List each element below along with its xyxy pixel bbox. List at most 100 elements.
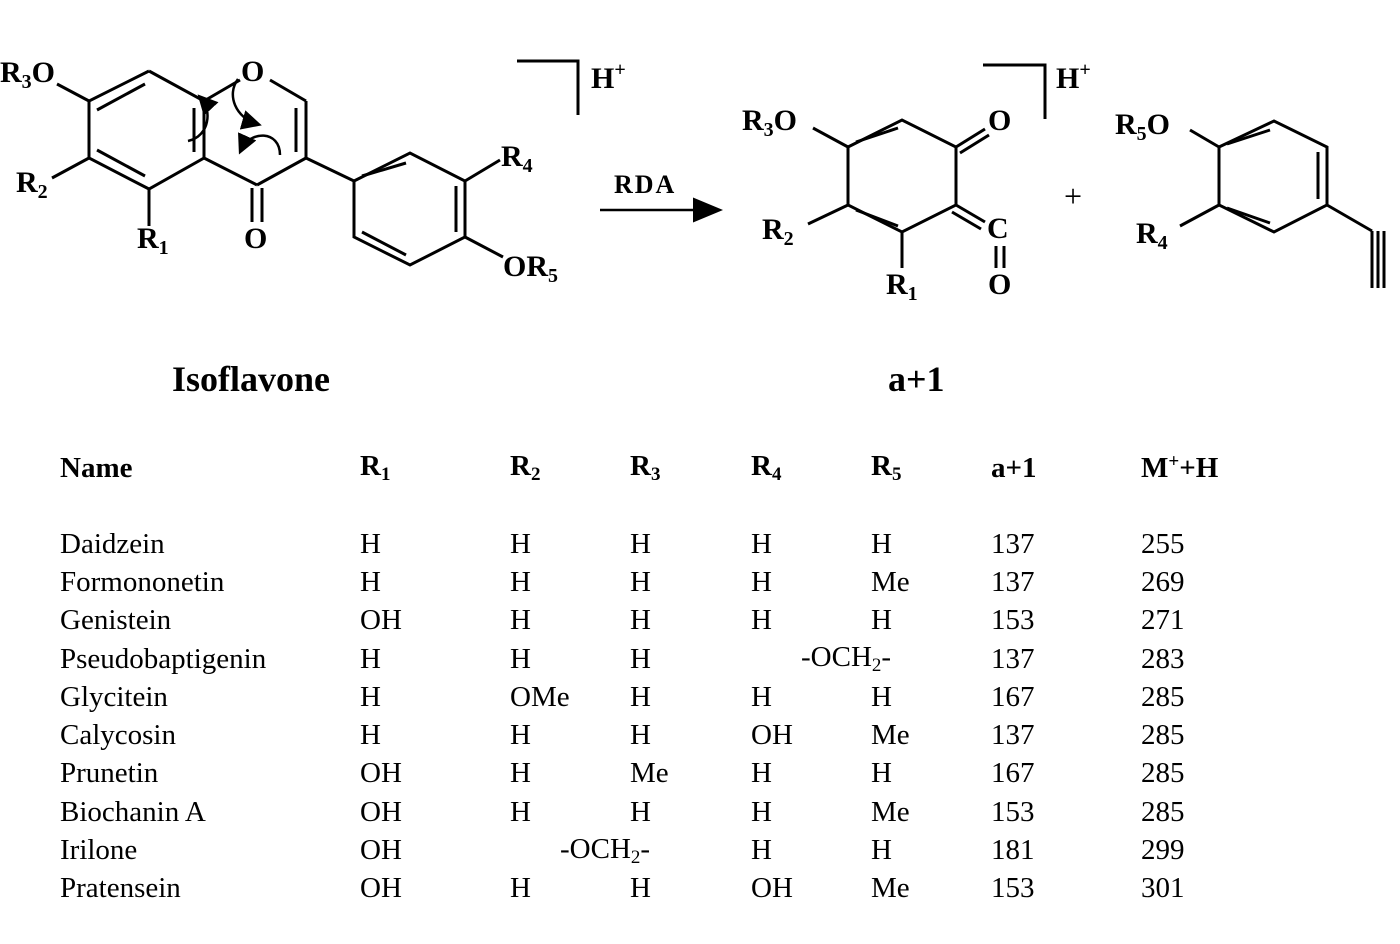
header-r1: R1 (360, 450, 391, 485)
header-r3: R3 (630, 450, 661, 485)
cell-r1: OH (360, 604, 402, 637)
label-r1: R1 (886, 268, 918, 305)
cell-r1: H (360, 680, 381, 713)
table-spacer (60, 488, 1241, 525)
label-r4: R4 (501, 140, 533, 177)
table-row: Pratensein OH H H OH Me 153 301 (60, 870, 1241, 908)
cell-r1: H (360, 642, 381, 675)
cell-r1: H (360, 565, 381, 598)
cell-r3: Me (630, 757, 669, 790)
cell-m-plus-h: 285 (1141, 680, 1185, 713)
cell-a-plus-1: 153 (991, 604, 1035, 637)
table-row: Biochanin A OH H H H Me 153 285 (60, 793, 1241, 831)
header-m-plus-h: M++H (1141, 451, 1219, 484)
header-r2: R2 (510, 450, 541, 485)
cell-m-plus-h: 285 (1141, 795, 1185, 828)
cell-m-plus-h: 255 (1141, 527, 1185, 560)
cell-r4: H (751, 680, 772, 713)
cell-a-plus-1: 167 (991, 680, 1035, 713)
cell-r4: H (751, 795, 772, 828)
cell-r5: Me (871, 872, 910, 905)
cell-name: Pratensein (60, 872, 181, 905)
cell-a-plus-1: 137 (991, 642, 1035, 675)
cell-r2: H (510, 872, 531, 905)
cell-a-plus-1: 153 (991, 795, 1035, 828)
label-ketone-oxygen: O (988, 104, 1012, 137)
cell-r1: H (360, 719, 381, 752)
table-row: Formononetin H H H H Me 137 269 (60, 563, 1241, 601)
cell-m-plus-h: 283 (1141, 642, 1185, 675)
table-row: Glycitein H OMe H H H 167 285 (60, 678, 1241, 716)
label-r3o: R3O (0, 56, 56, 93)
cell-a-plus-1: 137 (991, 719, 1035, 752)
cell-m-plus-h: 269 (1141, 565, 1185, 598)
cell-r1: OH (360, 834, 402, 867)
header-r5: R5 (871, 450, 902, 485)
table-row: Genistein OH H H H H 153 271 (60, 602, 1241, 640)
cell-m-plus-h: 285 (1141, 757, 1185, 790)
cell-r5: H (871, 757, 892, 790)
cell-r3: H (630, 719, 651, 752)
cell-m-plus-h: 299 (1141, 834, 1185, 867)
cell-r2: H (510, 642, 531, 675)
cell-r2: H (510, 527, 531, 560)
label-or5: OR5 (503, 250, 559, 287)
table-header-row: Name R1 R2 R3 R4 R5 a+1 M++H (60, 448, 1241, 488)
cell-r2: H (510, 604, 531, 637)
cell-r4: H (751, 527, 772, 560)
label-r2: R2 (16, 166, 48, 203)
cell-r4: H (751, 604, 772, 637)
cell-name: Formononetin (60, 565, 225, 598)
cell-r1: OH (360, 757, 402, 790)
label-r4: R4 (1136, 217, 1168, 254)
cell-r4-r5-bridge: -OCH2- (801, 641, 892, 677)
cell-a-plus-1: 167 (991, 757, 1035, 790)
cell-r2: H (510, 565, 531, 598)
cell-name: Glycitein (60, 680, 168, 713)
table-row: Prunetin OH H Me H H 167 285 (60, 755, 1241, 793)
cell-r5: H (871, 834, 892, 867)
cell-name: Biochanin A (60, 795, 206, 828)
cell-r2: OMe (510, 680, 570, 713)
label-r1: R1 (137, 222, 169, 259)
cell-r4: H (751, 757, 772, 790)
cell-r5: Me (871, 795, 910, 828)
cell-r5: H (871, 604, 892, 637)
label-protonation-charge: H+ (591, 59, 626, 95)
cell-r3: H (630, 604, 651, 637)
cell-m-plus-h: 301 (1141, 872, 1185, 905)
cell-r2: H (510, 719, 531, 752)
table-row: Daidzein H H H H H 137 255 (60, 525, 1241, 563)
cell-r3: H (630, 680, 651, 713)
cell-a-plus-1: 137 (991, 565, 1035, 598)
cell-r4: OH (751, 719, 793, 752)
neutral-fragment-structure (1179, 119, 1386, 288)
table-row: Pseudobaptigenin H H H -OCH2- 137 283 (60, 640, 1241, 678)
cell-name: Calycosin (60, 719, 176, 752)
cell-r1: H (360, 527, 381, 560)
header-r4: R4 (751, 450, 782, 485)
cell-r2: H (510, 795, 531, 828)
cell-r3: H (630, 527, 651, 560)
cell-r4: OH (751, 872, 793, 905)
isoflavone-substituent-table: Name R1 R2 R3 R4 R5 a+1 M++H Daidzein H … (60, 448, 1241, 908)
cell-name: Genistein (60, 604, 172, 637)
cell-r3: H (630, 872, 651, 905)
cell-r2: H (510, 757, 531, 790)
cell-name: Prunetin (60, 757, 159, 790)
cell-r1: OH (360, 872, 402, 905)
header-a-plus-1: a+1 (991, 451, 1037, 484)
cell-r3: H (630, 795, 651, 828)
label-ketene-oxygen: O (988, 268, 1012, 301)
cell-r5: H (871, 527, 892, 560)
isoflavone-structure (51, 59, 580, 267)
caption-isoflavone: Isoflavone (172, 359, 331, 399)
label-carbonyl-oxygen: O (244, 222, 268, 255)
cell-r1: OH (360, 795, 402, 828)
cell-a-plus-1: 153 (991, 872, 1035, 905)
label-r2: R2 (762, 213, 794, 250)
cell-r5: Me (871, 719, 910, 752)
label-protonation-charge: H+ (1056, 59, 1091, 95)
table-row: Irilone OH -OCH2- H H 181 299 (60, 831, 1241, 869)
cell-r2-r3-bridge: -OCH2- (560, 832, 651, 868)
